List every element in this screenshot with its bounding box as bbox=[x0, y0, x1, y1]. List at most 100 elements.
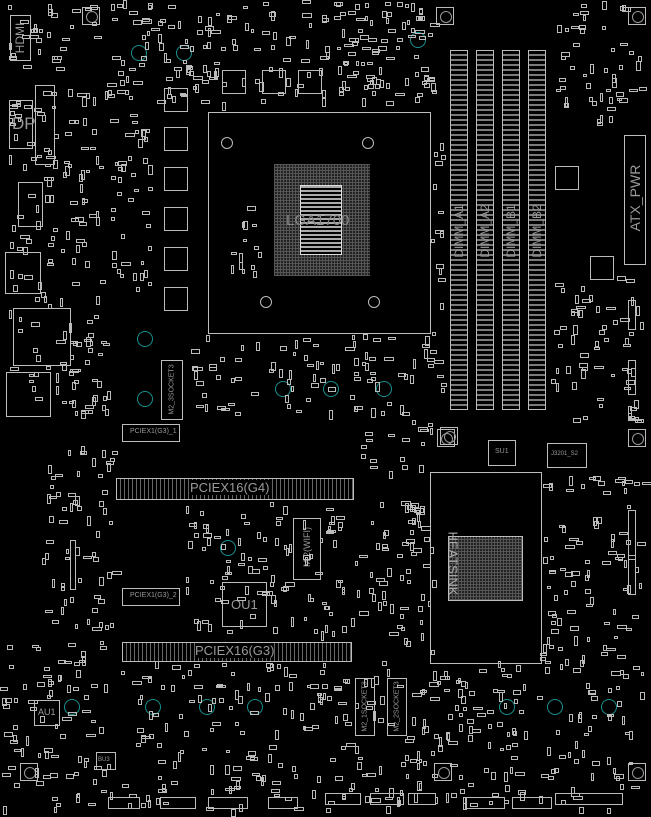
dimm-slot-b1[interactable] bbox=[502, 50, 520, 410]
pin-header-connector[interactable] bbox=[628, 510, 636, 560]
smd-component-icon bbox=[282, 707, 287, 715]
smd-component-icon bbox=[137, 727, 145, 733]
smd-component-icon bbox=[389, 470, 394, 479]
atx-power-connector[interactable] bbox=[624, 135, 646, 265]
pin-header-connector[interactable] bbox=[408, 793, 436, 805]
smd-component-icon bbox=[47, 31, 52, 38]
pin-header-connector[interactable] bbox=[325, 793, 361, 805]
smd-component-icon bbox=[371, 90, 376, 96]
smd-component-icon bbox=[268, 754, 273, 764]
pin-header-connector[interactable] bbox=[160, 797, 196, 809]
audio-connector[interactable] bbox=[6, 372, 51, 417]
usb-stack-connector[interactable] bbox=[18, 182, 43, 227]
smd-component-icon bbox=[231, 251, 238, 255]
smd-component-icon bbox=[417, 17, 423, 21]
smd-component-icon bbox=[25, 238, 32, 244]
smd-component-icon bbox=[602, 560, 612, 565]
pcie-x1-slot-2[interactable] bbox=[122, 588, 180, 606]
pin-header-connector[interactable] bbox=[70, 540, 76, 590]
inductor-icon bbox=[262, 70, 286, 94]
smd-component-icon bbox=[347, 51, 356, 56]
smd-component-icon bbox=[210, 765, 215, 776]
smd-component-icon bbox=[431, 579, 437, 588]
smd-component-icon bbox=[143, 136, 148, 142]
smd-component-icon bbox=[177, 752, 181, 763]
connector-j3201[interactable] bbox=[547, 443, 587, 468]
cpu-socket[interactable] bbox=[208, 112, 431, 334]
smd-component-icon bbox=[76, 341, 83, 347]
smd-component-icon bbox=[555, 88, 561, 92]
smd-component-icon bbox=[575, 741, 579, 750]
smd-component-icon bbox=[186, 506, 190, 515]
smd-component-icon bbox=[634, 482, 641, 487]
pin-header-connector[interactable] bbox=[628, 555, 636, 595]
smd-component-icon bbox=[248, 751, 257, 757]
smd-component-icon bbox=[360, 454, 366, 460]
dimm-slot-a2[interactable] bbox=[476, 50, 494, 410]
smd-component-icon bbox=[405, 754, 410, 761]
usb-stack-connector[interactable] bbox=[5, 252, 41, 294]
smd-component-icon bbox=[198, 16, 203, 24]
smd-component-icon bbox=[549, 570, 557, 575]
smd-component-icon bbox=[588, 725, 593, 732]
pin-header-connector[interactable] bbox=[465, 797, 505, 809]
pin-header-connector[interactable] bbox=[628, 300, 636, 330]
chip-bu3[interactable] bbox=[96, 752, 116, 770]
smd-component-icon bbox=[141, 736, 152, 739]
chip-ou1[interactable] bbox=[222, 582, 267, 627]
pcie-x1-1-label: PCIEX1(G3)_1 bbox=[130, 428, 177, 435]
smd-component-icon bbox=[73, 661, 80, 666]
pin-header-connector[interactable] bbox=[370, 793, 404, 805]
chip-su1[interactable] bbox=[488, 440, 516, 466]
smd-component-icon bbox=[430, 750, 435, 756]
smd-component-icon bbox=[238, 538, 242, 547]
pin-header-connector[interactable] bbox=[208, 797, 248, 809]
smd-component-icon bbox=[458, 712, 463, 717]
dp-connector[interactable] bbox=[9, 100, 33, 149]
pcie-x1-slot-1[interactable] bbox=[122, 424, 180, 442]
smd-component-icon bbox=[63, 660, 72, 664]
smd-component-icon bbox=[313, 373, 317, 382]
smd-component-icon bbox=[341, 794, 346, 800]
m2-wifi-socket[interactable] bbox=[293, 518, 321, 580]
smd-component-icon bbox=[627, 504, 632, 509]
smd-component-icon bbox=[554, 329, 561, 335]
pin-header-connector[interactable] bbox=[628, 360, 636, 395]
smd-component-icon bbox=[210, 29, 221, 34]
smd-component-icon bbox=[266, 590, 273, 596]
smd-component-icon bbox=[100, 790, 107, 794]
smd-component-icon bbox=[277, 762, 283, 768]
vga-connector[interactable] bbox=[35, 85, 55, 165]
smd-component-icon bbox=[514, 699, 519, 705]
smd-component-icon bbox=[389, 787, 395, 798]
smd-component-icon bbox=[405, 739, 415, 744]
smd-component-icon bbox=[111, 55, 121, 60]
smd-component-icon bbox=[501, 668, 506, 673]
smd-component-icon bbox=[602, 645, 607, 652]
m2-socket-3[interactable] bbox=[161, 360, 183, 420]
smd-component-icon bbox=[170, 780, 178, 785]
dimm-slot-b2[interactable] bbox=[528, 50, 546, 410]
smd-component-icon bbox=[349, 394, 355, 400]
smd-component-icon bbox=[230, 265, 234, 275]
smd-component-icon bbox=[389, 631, 400, 636]
smd-component-icon bbox=[61, 507, 67, 512]
smd-component-icon bbox=[70, 24, 75, 29]
smd-component-icon bbox=[52, 578, 56, 588]
smd-component-icon bbox=[430, 428, 434, 436]
smd-component-icon bbox=[107, 462, 112, 472]
m2-socket-2[interactable] bbox=[387, 678, 407, 736]
smd-component-icon bbox=[324, 605, 330, 610]
smd-component-icon bbox=[47, 9, 53, 17]
smd-component-icon bbox=[397, 553, 404, 558]
smd-component-icon bbox=[543, 536, 548, 542]
dimm-slot-a1[interactable] bbox=[450, 50, 468, 410]
chip-au1[interactable] bbox=[34, 700, 60, 726]
lan-connector[interactable] bbox=[13, 308, 71, 366]
pin-header-connector[interactable] bbox=[555, 793, 623, 805]
pin-header-connector[interactable] bbox=[108, 797, 140, 809]
pin-header-connector[interactable] bbox=[268, 797, 298, 809]
pin-header-connector[interactable] bbox=[512, 797, 552, 809]
smd-component-icon bbox=[83, 760, 87, 768]
pch-chip[interactable] bbox=[448, 536, 523, 601]
